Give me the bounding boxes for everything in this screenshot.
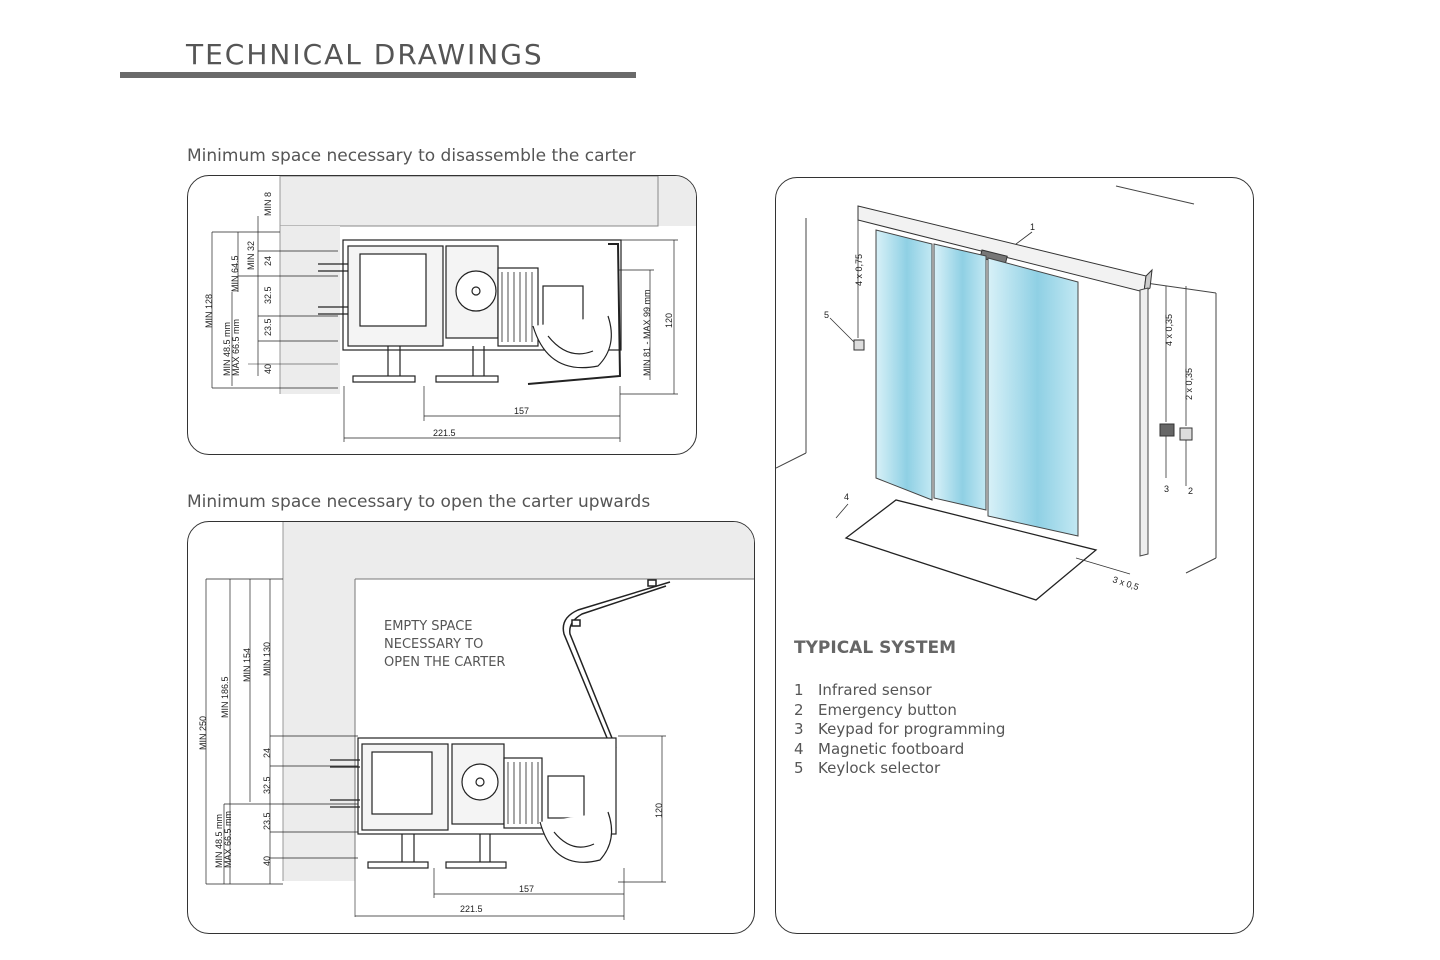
dim-157: 157 [514, 406, 529, 416]
operator-header [857, 205, 1153, 294]
emergency-button [1179, 427, 1193, 441]
dim-min48-5: MIN 48.5 mm [214, 814, 224, 868]
open-carter-flap [562, 579, 671, 751]
cable-3x05: 3 x 0,5 [1111, 574, 1140, 592]
dim-120: 120 [654, 803, 664, 818]
empty-space-note-line3: OPEN THE CARTER [384, 655, 505, 670]
keypad [1159, 423, 1175, 437]
wall-block [280, 226, 340, 394]
dim-min8: MIN 8 [263, 192, 273, 216]
glass-leaf-sliding [987, 257, 1079, 537]
typical-system-illustration: 4 x 0,75 4 x 0,35 2 x 0,35 3 x 0,5 1 2 3… [776, 185, 1217, 601]
room-walls [776, 185, 1217, 574]
magnetic-footboard [844, 499, 1098, 601]
dim-120: 120 [664, 313, 674, 328]
cable-4x035: 4 x 0,35 [1164, 314, 1174, 346]
ceiling-block [283, 522, 754, 579]
title-underline [120, 72, 636, 78]
dim-min250: MIN 250 [198, 716, 208, 750]
bottom-drawing-svg: EMPTY SPACE NECESSARY TO OPEN THE CARTER [198, 522, 754, 920]
dim-min32: MIN 32 [246, 241, 256, 270]
top-dimension-lines [211, 216, 678, 442]
operator-profile [330, 737, 617, 869]
empty-space-note-line2: NECESSARY TO [384, 637, 483, 652]
callout-2: 2 [1188, 486, 1193, 496]
dim-40: 40 [263, 364, 273, 374]
dim-24: 24 [262, 748, 272, 758]
ceiling-outline [279, 176, 659, 227]
dim-max66-5: MAX 66.5 mm [223, 811, 233, 868]
dim-157: 157 [519, 884, 534, 894]
dim-min154: MIN 154 [242, 648, 252, 682]
keylock-selector [853, 339, 865, 351]
top-drawing-caption: Minimum space necessary to disassemble t… [187, 146, 636, 166]
callout-3: 3 [1164, 484, 1169, 494]
empty-space-note-line1: EMPTY SPACE [384, 619, 473, 634]
dim-min128: MIN 128 [204, 294, 214, 328]
typical-system-panel: 4 x 0,75 4 x 0,35 2 x 0,35 3 x 0,5 1 2 3… [775, 177, 1254, 934]
operator-profile [248, 239, 622, 385]
bottom-drawing-caption: Minimum space necessary to open the cart… [187, 492, 651, 512]
top-drawing-panel: MIN 8 MIN 32 MIN 64.5 24 32.5 23.5 40 MI… [187, 175, 697, 455]
typical-system-title: TYPICAL SYSTEM [794, 638, 956, 658]
dim-max66-5: MAX 66.5 mm [231, 319, 241, 376]
dim-23-5: 23.5 [262, 812, 272, 830]
bottom-drawing-panel: EMPTY SPACE NECESSARY TO OPEN THE CARTER [187, 521, 755, 934]
callout-1: 1 [1030, 222, 1035, 232]
dim-min81-max99: MIN 81 - MAX 99 mm [642, 289, 652, 376]
dim-min130: MIN 130 [262, 642, 272, 676]
callout-4: 4 [844, 492, 849, 502]
wall-block [283, 579, 355, 881]
cable-4x075: 4 x 0,75 [854, 254, 864, 286]
callout-5: 5 [824, 310, 829, 320]
right-jamb [1139, 287, 1149, 557]
glass-leaf-middle [933, 243, 987, 511]
dim-min64: MIN 64.5 [230, 255, 240, 292]
bottom-dimension-lines [205, 578, 666, 920]
dim-23-5: 23.5 [263, 318, 273, 336]
dim-min48-5: MIN 48.5 mm [222, 322, 232, 376]
dim-221-5: 221.5 [460, 904, 483, 914]
dim-32-5: 32.5 [263, 286, 273, 304]
page-title: TECHNICAL DRAWINGS [186, 38, 544, 71]
cable-2x035: 2 x 0,35 [1184, 368, 1194, 400]
dim-24: 24 [263, 256, 273, 266]
glass-leaf-fixed [875, 229, 933, 501]
dim-40: 40 [262, 856, 272, 866]
dim-221-5: 221.5 [433, 428, 456, 438]
cable-leaders [829, 220, 1187, 575]
top-drawing-svg: MIN 8 MIN 32 MIN 64.5 24 32.5 23.5 40 MI… [204, 176, 696, 442]
dim-32-5: 32.5 [262, 776, 272, 794]
dim-min186-5: MIN 186.5 [220, 676, 230, 718]
